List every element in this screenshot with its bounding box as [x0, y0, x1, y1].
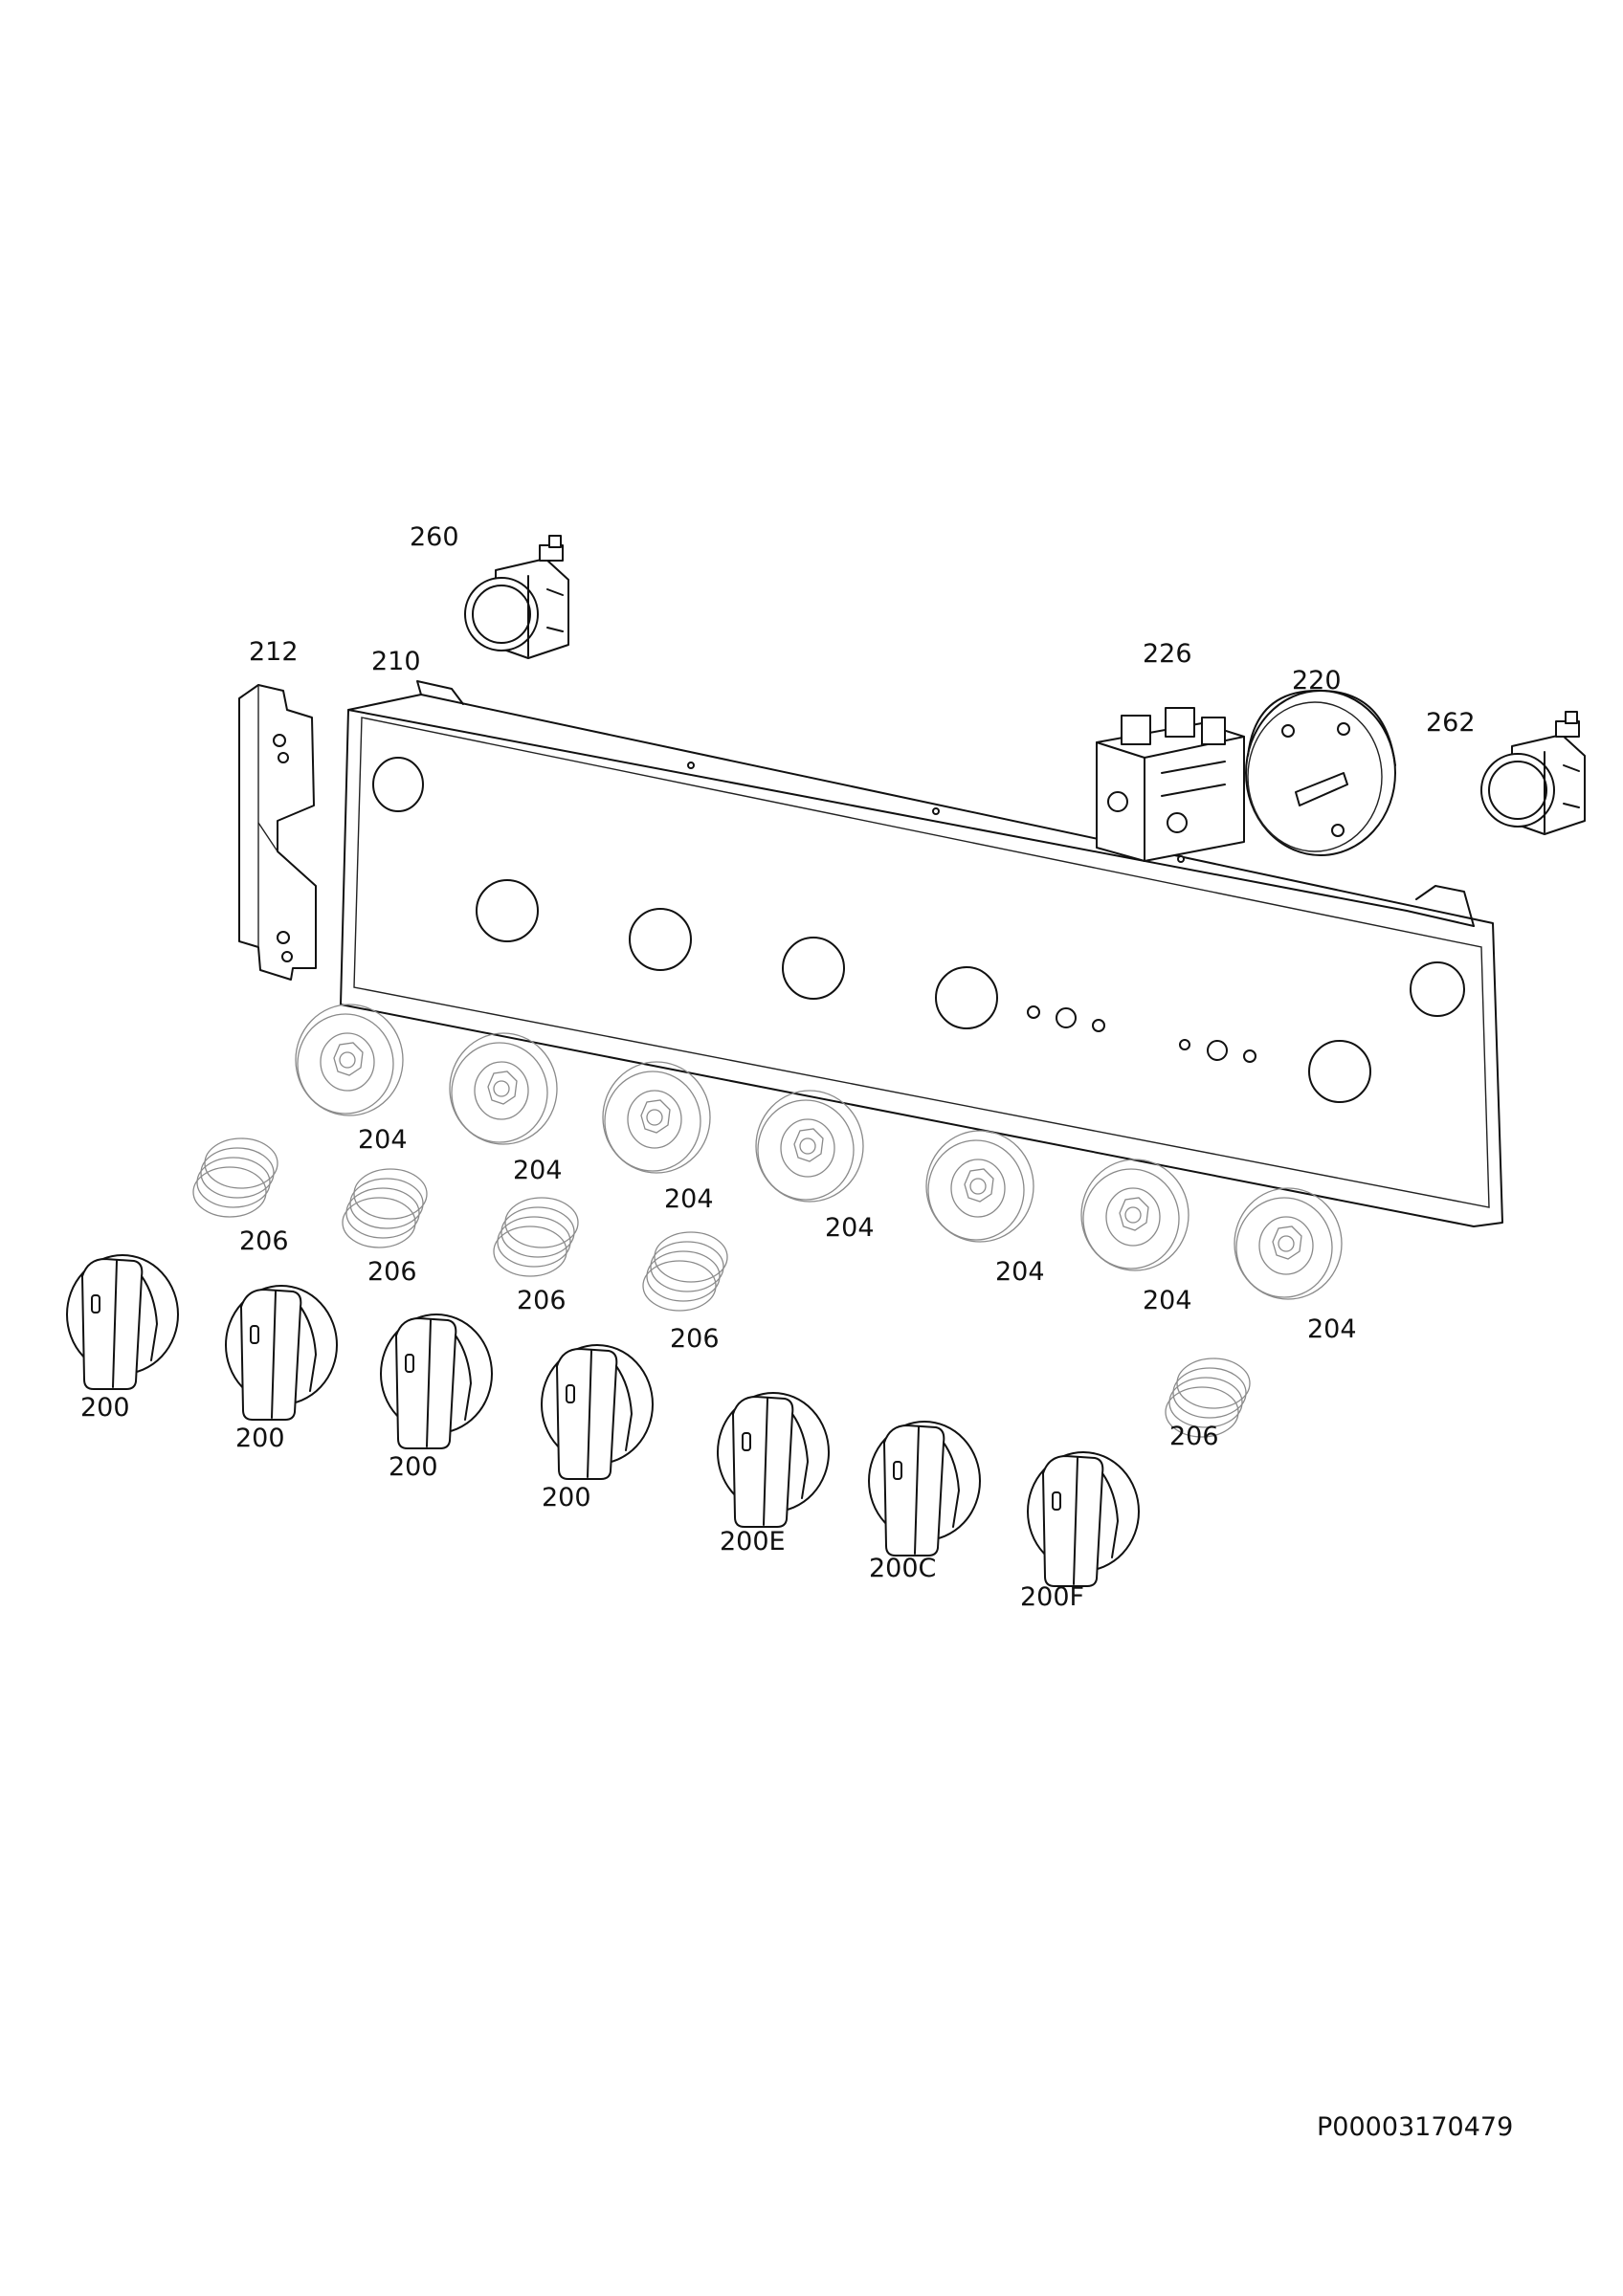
label-210: 210	[371, 647, 421, 676]
label-206-2: 206	[367, 1257, 417, 1287]
label-204-4: 204	[825, 1213, 875, 1243]
label-200-2: 200	[235, 1424, 285, 1453]
label-220: 220	[1292, 666, 1342, 695]
label-204-2: 204	[513, 1156, 563, 1185]
indicator-lamp-260	[464, 535, 569, 659]
label-206-3: 206	[517, 1286, 567, 1315]
label-204-6: 204	[1143, 1286, 1192, 1315]
label-206-1: 206	[239, 1226, 289, 1256]
label-206-4: 206	[670, 1324, 720, 1354]
label-262: 262	[1426, 708, 1476, 738]
drawing-code: P00003170479	[1317, 2112, 1513, 2142]
label-200C: 200C	[869, 1554, 936, 1583]
selector-switch	[1096, 707, 1245, 862]
label-204-5: 204	[995, 1257, 1045, 1287]
label-260: 260	[410, 522, 459, 552]
indicator-lamp-262	[1480, 711, 1586, 835]
label-200-1: 200	[80, 1393, 130, 1423]
label-212: 212	[249, 637, 299, 667]
label-204-3: 204	[664, 1184, 714, 1214]
control-panel	[340, 680, 1503, 1227]
label-200-3: 200	[389, 1452, 438, 1482]
timer-dial	[1245, 689, 1396, 856]
side-bracket	[238, 684, 317, 981]
label-226: 226	[1143, 639, 1192, 669]
label-200-4: 200	[542, 1483, 591, 1512]
label-200E: 200E	[720, 1527, 786, 1556]
control-knobs	[66, 1254, 1140, 1587]
label-206-5: 206	[1169, 1422, 1219, 1451]
label-200F: 200F	[1020, 1582, 1084, 1612]
label-204-7: 204	[1307, 1314, 1357, 1344]
label-204-1: 204	[358, 1125, 408, 1155]
